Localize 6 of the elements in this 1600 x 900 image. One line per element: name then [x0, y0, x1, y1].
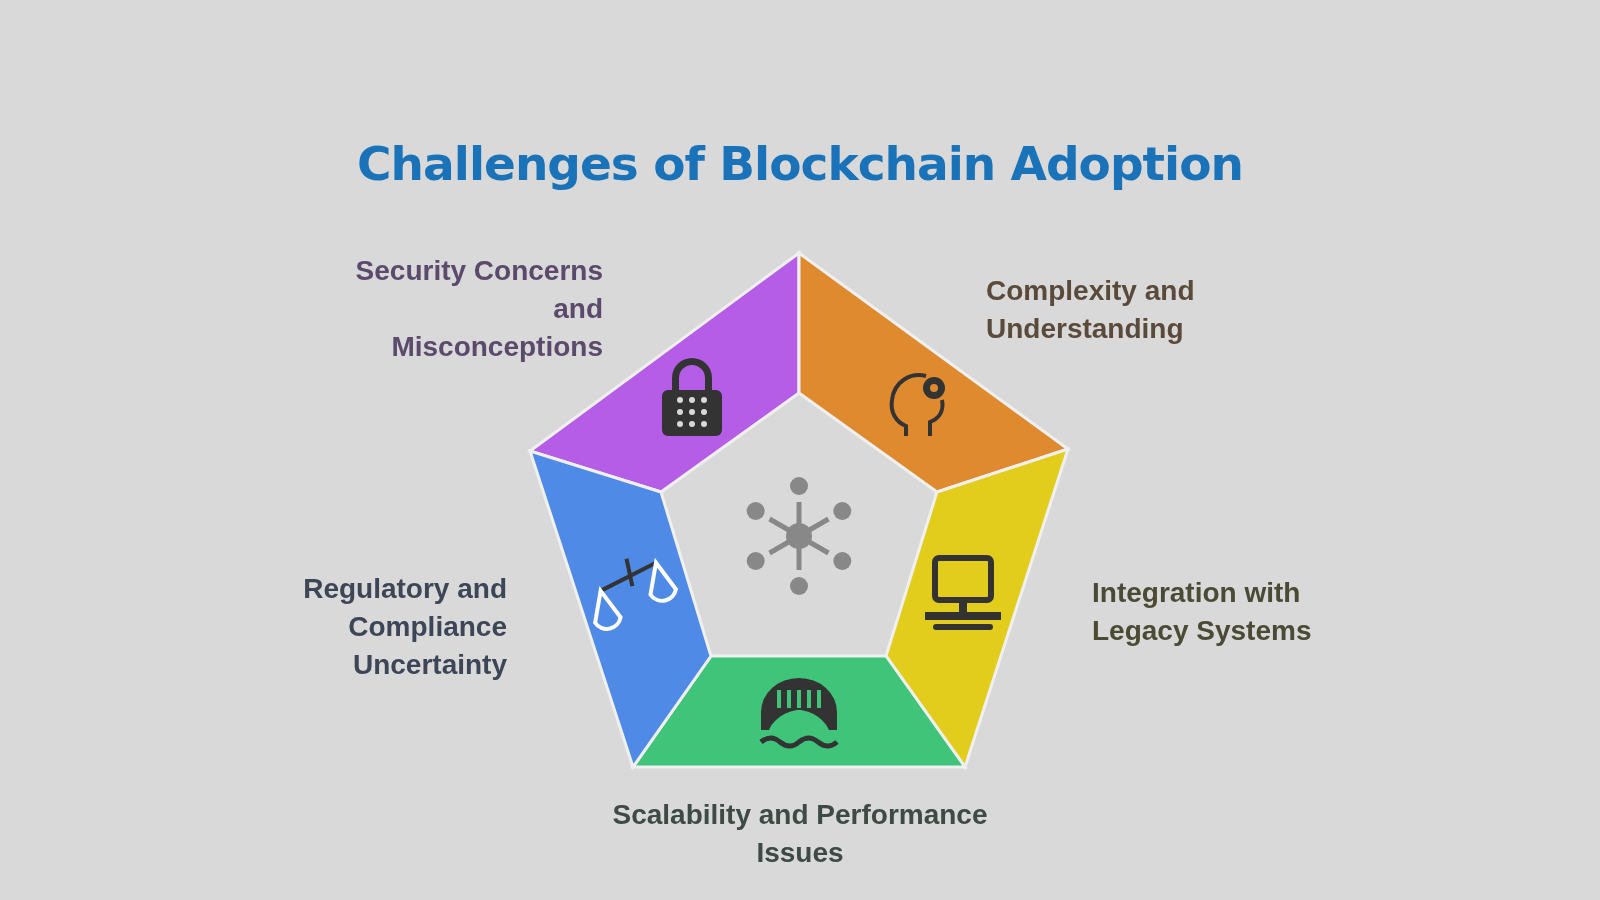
- segment-label: Integration with Legacy Systems: [1092, 576, 1313, 648]
- title: Challenges of Blockchain Adoption: [356, 136, 1244, 191]
- segment-label: Security Concerns and Misconceptions: [354, 254, 603, 364]
- segment-label: Regulatory and Compliance Uncertainty: [302, 572, 507, 682]
- segment-label: Complexity and Understanding: [986, 274, 1196, 346]
- segment-label: Scalability and Performance Issues: [611, 798, 989, 870]
